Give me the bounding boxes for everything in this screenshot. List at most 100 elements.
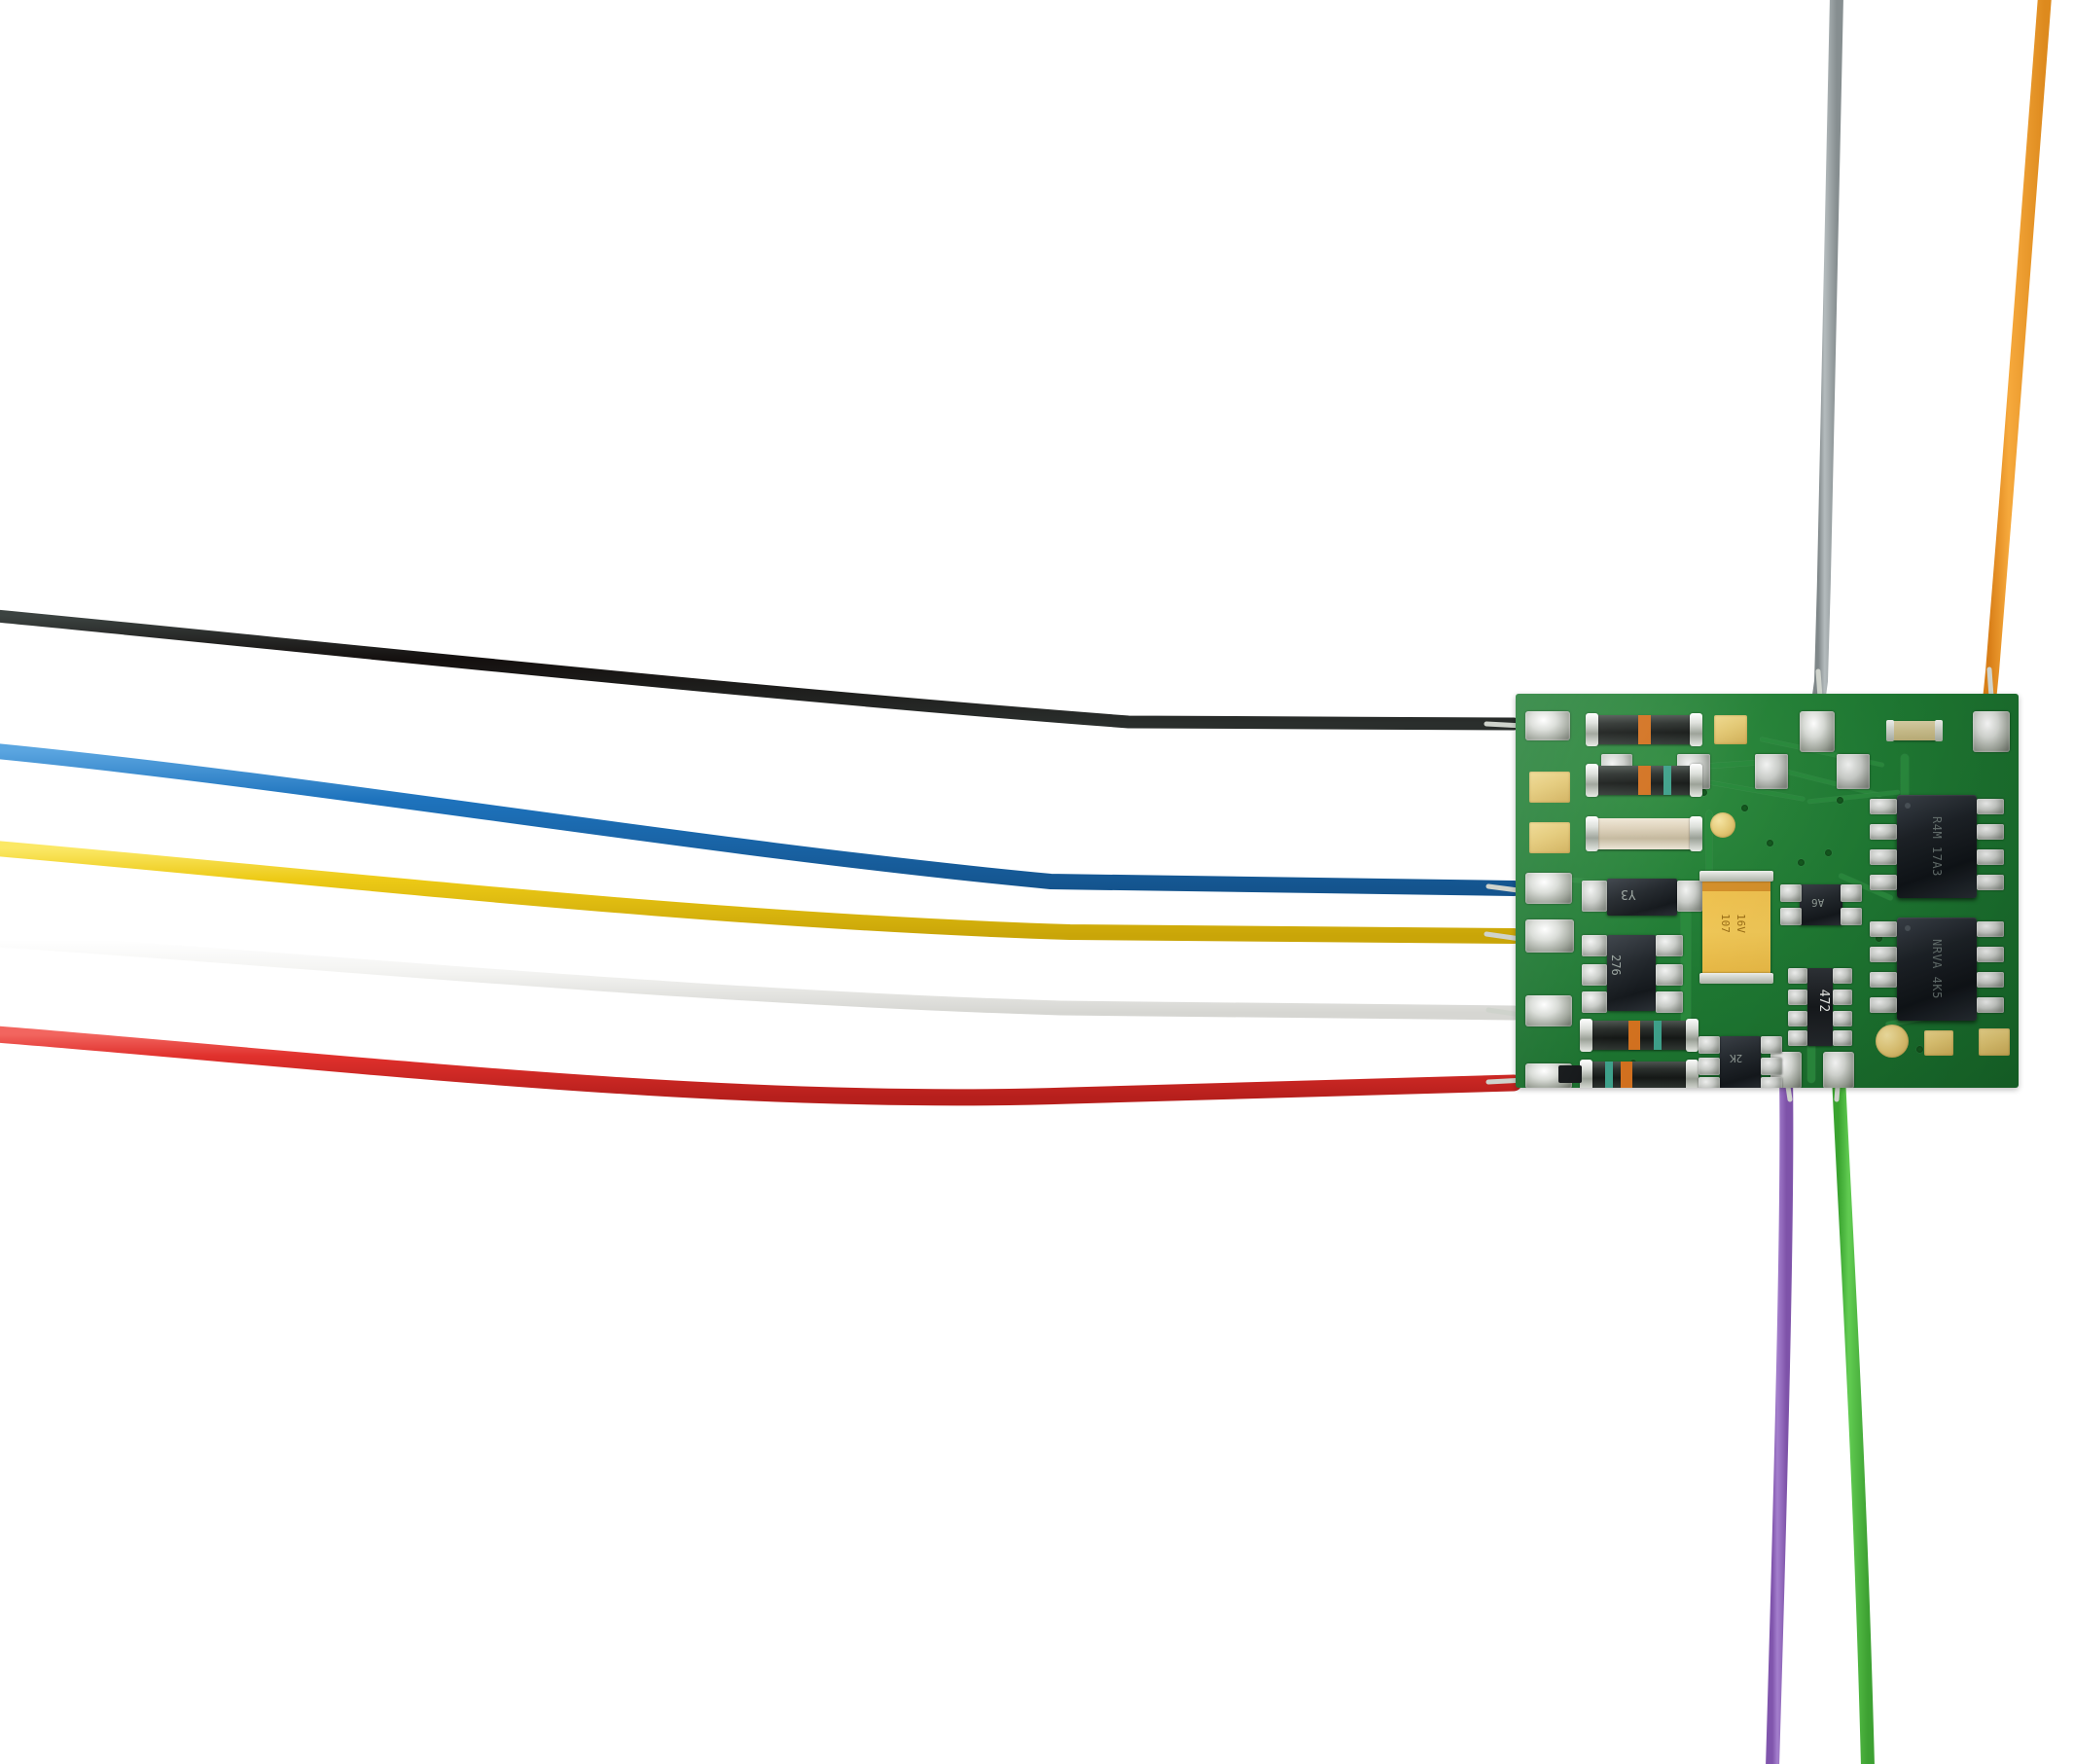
via-7 xyxy=(1876,935,1882,942)
soic-lower-lead-r3 xyxy=(1977,972,2004,988)
sot23-3-lead-b xyxy=(1699,1058,1720,1075)
via-2 xyxy=(1741,805,1748,811)
tantalum-terminal-top xyxy=(1699,871,1773,882)
soic-upper-lead-l4 xyxy=(1870,875,1897,890)
melf-cap-right-1 xyxy=(1690,713,1702,746)
dcc-decoder-pcb: Y3 276 1 xyxy=(1516,694,2019,1088)
chip-resistor-end-right xyxy=(1935,720,1943,741)
soic-ic-upper: R4M 17A3 xyxy=(1897,795,1977,898)
solder-joint-orange xyxy=(1973,711,2010,752)
soic-upper-lead-r1 xyxy=(1977,799,2004,814)
sot89-lead-c xyxy=(1582,991,1607,1013)
melf-band-teal-2 xyxy=(1663,766,1671,795)
soic-upper-lead-l2 xyxy=(1870,824,1897,840)
soic-upper-lead-r3 xyxy=(1977,849,2004,865)
melf-band-orange-3 xyxy=(1628,1021,1640,1050)
tantalum-polarity-stripe xyxy=(1702,879,1770,891)
soic-lower-lead-r1 xyxy=(1977,921,2004,937)
wire-grey xyxy=(1811,0,1843,709)
sot23-transistor-1: Y3 xyxy=(1607,879,1677,916)
wire-label-white: white xyxy=(2,929,4,930)
gold-pad-br-2 xyxy=(1979,1028,2010,1056)
sot23-marking-2: A6 xyxy=(1811,896,1825,909)
soic-upper-lead-l3 xyxy=(1870,849,1897,865)
wire-label-green: green xyxy=(1877,1742,1880,1743)
gold-pad-br-1 xyxy=(1924,1030,1953,1056)
melf-cap-left-2 xyxy=(1586,764,1598,797)
sot89-lead-f xyxy=(1656,991,1683,1013)
chip-resistor-end-left xyxy=(1886,720,1894,741)
rarray-pad-l4 xyxy=(1788,1030,1807,1046)
soic-pin1-dot-upper xyxy=(1905,803,1911,809)
solder-joint-black xyxy=(1525,711,1570,740)
melf-resistor-beige xyxy=(1586,816,1702,851)
resistor-network-marking: 472 xyxy=(1816,989,1832,1013)
sot89-regulator: 276 xyxy=(1607,935,1656,1011)
melf-band-orange-2 xyxy=(1638,766,1651,795)
soic-lower-lead-l3 xyxy=(1870,972,1897,988)
melf-band-orange-4 xyxy=(1621,1062,1632,1088)
tantalum-marking-voltage: 16V xyxy=(1734,914,1747,933)
melf-cap-left-5 xyxy=(1580,1060,1592,1088)
wire-label-black: black xyxy=(2,603,4,604)
soic-pin1-dot-lower xyxy=(1905,925,1911,931)
soic-upper-lead-r4 xyxy=(1977,875,2004,890)
sot23-2-lead-d xyxy=(1841,908,1862,925)
wire-black xyxy=(0,609,1520,731)
melf-band-teal-4 xyxy=(1605,1062,1613,1088)
soic-marking-upper: R4M 17A3 xyxy=(1930,816,1944,877)
trace-06 xyxy=(1681,910,1691,1036)
rarray-pad-l1 xyxy=(1788,968,1807,984)
soic-upper-lead-l1 xyxy=(1870,799,1897,814)
sot23-3-lead-f xyxy=(1761,1077,1782,1088)
wire-label-grey: grey xyxy=(1844,10,1846,11)
solder-joint-grey xyxy=(1800,711,1835,752)
melf-cap-left-1 xyxy=(1586,713,1598,746)
soic-lower-lead-l1 xyxy=(1870,921,1897,937)
chip-black-bottom-left xyxy=(1558,1065,1582,1083)
trace-07 xyxy=(1706,810,1712,896)
soic-lower-lead-r2 xyxy=(1977,947,2004,962)
sot23-marking-1: Y3 xyxy=(1621,886,1636,901)
gold-pad-top-1 xyxy=(1714,715,1747,744)
wire-purple xyxy=(1766,1069,1794,1764)
via-9 xyxy=(1916,1046,1923,1053)
sot89-lead-b xyxy=(1582,964,1607,986)
wire-green xyxy=(1832,1069,1875,1764)
solder-joint-white xyxy=(1525,995,1572,1026)
gold-pad-round xyxy=(1876,1025,1909,1058)
sot23-3-lead-c xyxy=(1699,1077,1720,1088)
rarray-pad-r1 xyxy=(1833,968,1852,984)
resistor-network: 472 xyxy=(1807,968,1833,1046)
via-1 xyxy=(1700,789,1707,796)
melf-cap-left-4 xyxy=(1580,1019,1592,1052)
melf-band-orange-1 xyxy=(1638,715,1651,744)
chip-resistor-top xyxy=(1886,720,1943,741)
soic-lower-lead-l4 xyxy=(1870,997,1897,1013)
solder-joint-green xyxy=(1823,1052,1854,1088)
tantalum-marking-value: 107 xyxy=(1719,914,1732,933)
soic-ic-lower: NRVA 4K5 xyxy=(1897,918,1977,1021)
wire-orange xyxy=(1983,0,2052,707)
soic-marking-lower: NRVA 4K5 xyxy=(1930,939,1944,999)
melf-cap-right-5 xyxy=(1686,1060,1699,1088)
sot89-lead-e xyxy=(1656,964,1683,986)
rarray-pad-r2 xyxy=(1833,990,1852,1005)
rarray-pad-r4 xyxy=(1833,1030,1852,1046)
sot89-marking: 276 xyxy=(1609,954,1623,976)
rarray-pad-l3 xyxy=(1788,1011,1807,1026)
wire-red xyxy=(0,1026,1522,1106)
solder-joint-blue xyxy=(1525,873,1572,904)
sot23-2-lead-a xyxy=(1780,884,1802,902)
gold-pad-mid-round xyxy=(1710,812,1735,838)
gold-pad-left-1 xyxy=(1529,772,1570,803)
sot89-lead-a xyxy=(1582,935,1607,956)
tantalum-capacitor: 107 16V xyxy=(1699,871,1773,984)
wire-label-orange: orange xyxy=(2053,10,2056,11)
soic-lower-lead-l2 xyxy=(1870,947,1897,962)
melf-cap-right-4 xyxy=(1686,1019,1699,1052)
melf-cap-left-3 xyxy=(1586,816,1598,851)
tantalum-terminal-bottom xyxy=(1699,973,1773,984)
soic-lower-lead-r4 xyxy=(1977,997,2004,1013)
